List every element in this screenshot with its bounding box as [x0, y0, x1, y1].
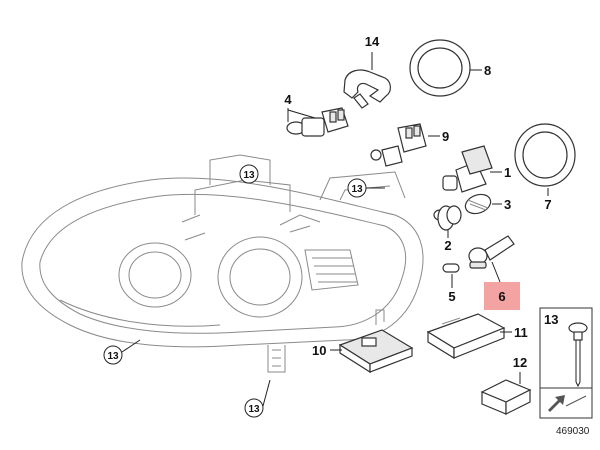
- ring-part-8[interactable]: [409, 39, 471, 97]
- callout-8: 8: [484, 63, 491, 78]
- circled-callout-13-b: 13: [347, 178, 367, 198]
- highlight-part-6: [484, 282, 520, 310]
- cap-part-3[interactable]: [463, 191, 494, 217]
- figure-number: 469030: [556, 426, 590, 437]
- callout-11: 11: [514, 325, 528, 340]
- callout-13-box: 13: [544, 312, 558, 327]
- clip-part-14[interactable]: [343, 69, 391, 109]
- svg-text:13: 13: [351, 184, 363, 195]
- control-module-part-11[interactable]: [426, 313, 506, 360]
- xenon-bulb-part-1[interactable]: [442, 145, 493, 193]
- circled-callout-13-c: 13: [103, 345, 123, 365]
- callout-9: 9: [442, 129, 449, 144]
- callout-5: 5: [448, 289, 455, 304]
- circled-callout-13-d: 13: [244, 398, 264, 418]
- callout-2: 2: [444, 238, 451, 253]
- callout-7: 7: [544, 197, 551, 212]
- callout-6: 6: [498, 289, 505, 304]
- svg-text:13: 13: [243, 170, 255, 181]
- callout-1: 1: [504, 165, 511, 180]
- ballast-part-10[interactable]: [338, 309, 414, 374]
- callout-4: 4: [284, 92, 292, 107]
- screw-box-part-13[interactable]: [539, 307, 593, 419]
- svg-text:13: 13: [107, 351, 119, 362]
- callout-10: 10: [312, 343, 326, 358]
- callout-14: 14: [365, 34, 380, 49]
- small-bulb-part-5[interactable]: [442, 263, 460, 273]
- socket-part-9[interactable]: [370, 123, 427, 167]
- svg-text:13: 13: [248, 404, 260, 415]
- ring-part-7[interactable]: [514, 123, 576, 187]
- callout-3: 3: [504, 197, 511, 212]
- block-part-12[interactable]: [480, 379, 532, 415]
- bulb-part-2[interactable]: [433, 205, 462, 231]
- bulb-part-4[interactable]: [286, 107, 349, 137]
- circled-callout-13-a: 13: [239, 164, 259, 184]
- callout-12: 12: [513, 355, 527, 370]
- bulb-part-6[interactable]: [468, 235, 515, 269]
